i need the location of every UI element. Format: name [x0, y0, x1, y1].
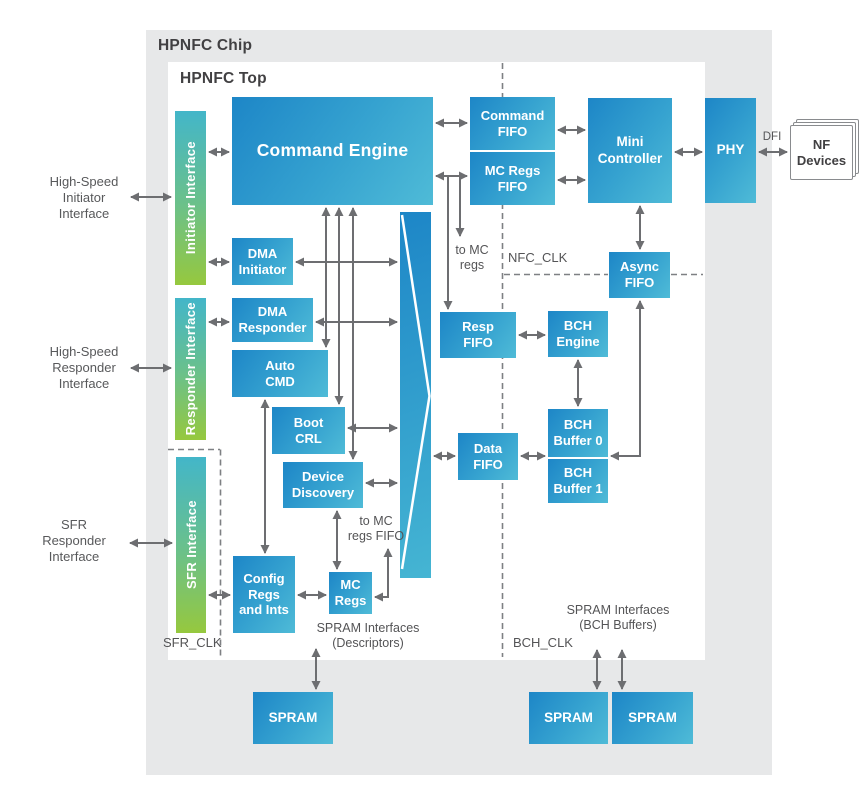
label-bch-clk: BCH_CLK [513, 635, 573, 650]
block-spram-bch-1: SPRAM [612, 692, 693, 744]
block-spram-bch-0: SPRAM [529, 692, 608, 744]
hpnfc-top-title: HPNFC Top [180, 70, 267, 87]
label-spram-interfaces-bch: SPRAM Interfaces (BCH Buffers) [566, 603, 670, 632]
block-bch-buffer-1: BCH Buffer 1 [548, 459, 608, 503]
block-dma-initiator: DMA Initiator [232, 238, 293, 285]
label-hs-responder-interface: High-Speed Responder Interface [49, 344, 119, 391]
label-nfc-clk: NFC_CLK [508, 250, 568, 265]
nf-devices-card-front: NF Devices [790, 125, 853, 180]
block-resp-fifo: Resp FIFO [440, 312, 516, 358]
label-hs-initiator-interface: High-Speed Initiator Interface [49, 174, 119, 221]
block-async-fifo: Async FIFO [609, 252, 670, 298]
label-sfr-responder-interface: SFR Responder Interface [42, 517, 106, 564]
block-command-engine: Command Engine [232, 97, 433, 205]
initiator-interface-bar: Initiator Interface [175, 111, 206, 285]
block-config-regs-ints: Config Regs and Ints [233, 556, 295, 633]
sfr-interface-label: SFR Interface [183, 500, 199, 590]
block-phy: PHY [705, 98, 756, 203]
label-dfi: DFI [762, 131, 782, 143]
hpnfc-chip-title: HPNFC Chip [158, 37, 253, 54]
block-device-discovery: Device Discovery [283, 462, 363, 508]
label-spram-interfaces-descriptors: SPRAM Interfaces (Descriptors) [316, 621, 420, 650]
responder-interface-label: Responder Interface [183, 302, 198, 436]
block-auto-cmd: Auto CMD [232, 350, 328, 397]
block-boot-crl: Boot CRL [272, 407, 345, 454]
block-mini-controller: Mini Controller [588, 98, 672, 203]
label-to-mc-regs-fifo: to MC regs FIFO [347, 514, 405, 543]
block-spram-descriptors: SPRAM [253, 692, 333, 744]
block-bch-engine: BCH Engine [548, 311, 608, 357]
block-data-fifo: Data FIFO [458, 433, 518, 480]
block-mc-regs: MC Regs [329, 572, 372, 614]
block-bch-buffer-0: BCH Buffer 0 [548, 409, 608, 457]
block-command-fifo: Command FIFO [470, 97, 555, 150]
initiator-interface-label: Initiator Interface [183, 141, 198, 255]
responder-interface-bar: Responder Interface [175, 298, 206, 440]
label-to-mc-regs: to MC regs [455, 243, 489, 272]
sfr-interface-bar: SFR Interface [176, 457, 206, 633]
block-mc-regs-fifo: MC Regs FIFO [470, 152, 555, 205]
label-sfr-clk: SFR_CLK [163, 635, 222, 650]
block-dma-responder: DMA Responder [232, 298, 313, 342]
nf-devices-label: NF Devices [796, 136, 847, 168]
